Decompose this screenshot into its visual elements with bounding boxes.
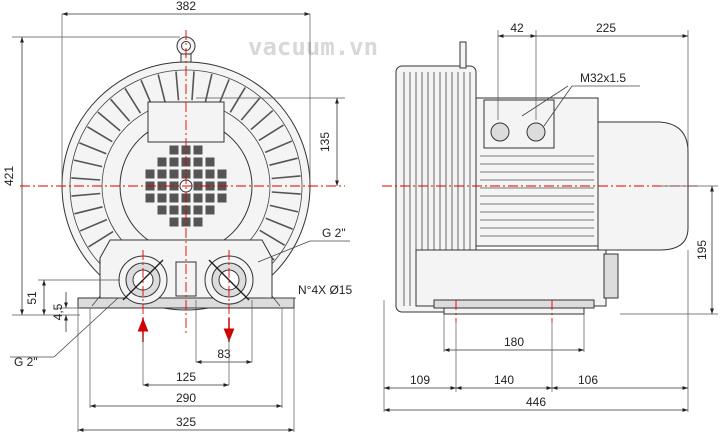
dim-135: 135 xyxy=(318,132,332,152)
grille-slot xyxy=(193,145,203,155)
thread-label-upper: G 2" xyxy=(322,226,346,240)
cooling-fin xyxy=(124,88,142,114)
cooling-fin xyxy=(191,71,195,101)
grille-slot xyxy=(193,193,203,203)
grille-slot xyxy=(169,205,179,215)
dim-width-382: 382 xyxy=(176,0,196,13)
grille-slot xyxy=(193,157,203,167)
dim-195: 195 xyxy=(695,240,709,260)
port-manifold xyxy=(415,249,607,307)
grille-slot xyxy=(157,193,167,203)
cooling-fin xyxy=(97,111,121,132)
cooling-fin xyxy=(73,159,103,168)
cooling-fin xyxy=(240,97,261,121)
grille-slot xyxy=(217,169,227,179)
side-base xyxy=(433,299,595,309)
grille-slot xyxy=(193,205,203,215)
grille-slot xyxy=(181,145,191,155)
cooling-fin xyxy=(109,98,131,122)
grille-slot xyxy=(205,157,215,167)
dim-106: 106 xyxy=(578,373,598,387)
dim-180: 180 xyxy=(504,335,524,349)
dim-125: 125 xyxy=(176,370,196,384)
grille-slot xyxy=(217,193,227,203)
cooling-fin xyxy=(259,229,285,246)
outlet-port xyxy=(204,255,254,305)
cooling-fin xyxy=(271,175,301,180)
cooling-fin xyxy=(271,191,301,195)
dim-446: 446 xyxy=(526,395,546,409)
dim-height-421: 421 xyxy=(2,166,16,186)
dim-4-5: 4,5 xyxy=(51,303,65,320)
cooling-fin xyxy=(87,126,113,143)
cooling-fin xyxy=(79,142,107,155)
grille-slot xyxy=(157,181,167,191)
motor-fins xyxy=(480,155,594,237)
grille-slot xyxy=(169,193,179,203)
watermark-text: vacuum.vn xyxy=(248,33,378,61)
grille-slot xyxy=(145,169,155,179)
inlet-port xyxy=(118,255,168,305)
dim-325: 325 xyxy=(176,415,196,429)
cooling-fin xyxy=(269,157,298,166)
grille-slot xyxy=(169,169,179,179)
grille-slot xyxy=(193,169,203,179)
grille-slot xyxy=(205,169,215,179)
grille-slot xyxy=(157,169,167,179)
cooling-fin xyxy=(264,140,293,154)
dim-51: 51 xyxy=(25,291,39,305)
grille-slot xyxy=(193,217,203,227)
cooling-fin xyxy=(157,74,166,103)
dim-83: 83 xyxy=(217,347,231,361)
cooling-fin xyxy=(250,109,274,131)
cooling-fin xyxy=(204,73,213,103)
grille-slot xyxy=(205,205,215,215)
grille-slot xyxy=(169,157,179,167)
mounting-holes-label: N°4X Ø15 xyxy=(298,283,352,297)
side-view: 42 225 M32x1.5 195 180 109 140 106 44 xyxy=(382,21,718,412)
cooling-fin xyxy=(88,230,114,248)
cooling-fin xyxy=(175,71,180,101)
cooling-fin xyxy=(269,204,299,213)
grille-slot xyxy=(157,205,167,215)
cable-gland-1 xyxy=(490,122,510,142)
thread-label-lower: G 2" xyxy=(14,355,38,369)
dim-42: 42 xyxy=(510,21,524,35)
cable-gland-label: M32x1.5 xyxy=(580,71,626,85)
cooling-fin xyxy=(79,218,108,232)
cable-gland-2 xyxy=(526,122,546,142)
cooling-fin xyxy=(229,87,246,113)
cooling-fin xyxy=(74,206,103,215)
grille-slot xyxy=(157,157,167,167)
grille-slot xyxy=(193,181,203,191)
grille-slot xyxy=(169,145,179,155)
dim-290: 290 xyxy=(176,391,196,405)
grille-slot xyxy=(169,217,179,227)
dim-109: 109 xyxy=(410,373,430,387)
grille-slot xyxy=(205,193,215,203)
front-view: 382 421 135 51 4,5 G 2" G 2" N°4X Ø15 xyxy=(2,0,352,432)
dim-140: 140 xyxy=(494,373,514,387)
cooling-fin xyxy=(71,192,101,197)
cooling-fin xyxy=(265,217,293,230)
cooling-fin xyxy=(258,124,284,142)
terminal-box xyxy=(483,99,555,149)
grille-slot xyxy=(181,217,191,227)
cooling-fin xyxy=(71,177,101,181)
dim-225: 225 xyxy=(596,21,616,35)
grille-slot xyxy=(145,193,155,203)
